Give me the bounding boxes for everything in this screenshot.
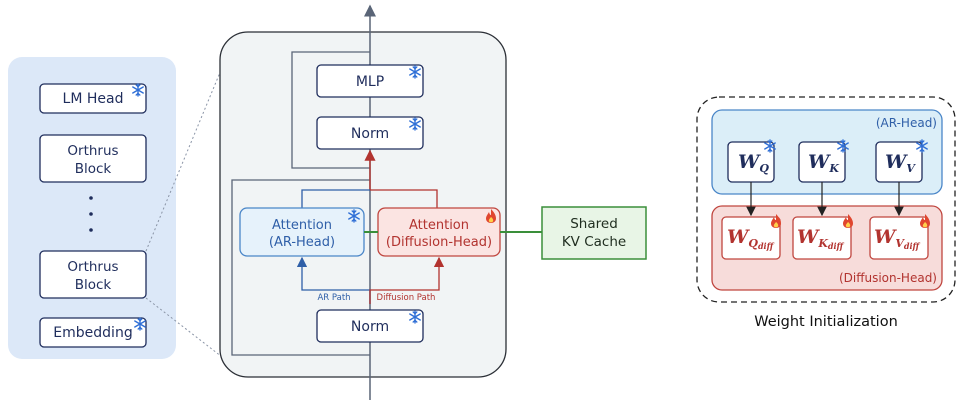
svg-text:Norm: Norm bbox=[351, 319, 389, 335]
ar-output-line bbox=[301, 189, 370, 208]
embedding-box: Embedding bbox=[39, 317, 147, 348]
ar-head-label: (AR-Head) bbox=[876, 116, 937, 130]
svg-text:WVdiff: WVdiff bbox=[874, 226, 921, 251]
w-q-box: WQ bbox=[727, 139, 776, 183]
orthrus-block-bottom: Orthrus Block bbox=[39, 250, 147, 299]
weight-init-panel bbox=[696, 96, 956, 303]
w-k-box: WK bbox=[798, 139, 849, 183]
w-k-diff-box: WKdiff bbox=[792, 214, 853, 260]
svg-text:Orthrus: Orthrus bbox=[67, 143, 118, 159]
svg-text:Block: Block bbox=[75, 277, 112, 293]
diffusion-path-label: Diffusion Path bbox=[377, 293, 436, 303]
shared-kv-cache-box: Shared KV Cache bbox=[541, 206, 647, 260]
svg-text:Embedding: Embedding bbox=[53, 325, 132, 341]
orthrus-block-top: Orthrus Block bbox=[39, 134, 147, 183]
svg-text:(AR-Head): (AR-Head) bbox=[269, 235, 335, 250]
diffusion-head-label: (Diffusion-Head) bbox=[839, 271, 937, 285]
w-q-diff-box: WQdiff bbox=[721, 214, 781, 260]
svg-text:Shared: Shared bbox=[570, 216, 618, 232]
zoom-line-top bbox=[145, 57, 227, 252]
norm-top-box: Norm bbox=[316, 116, 424, 150]
svg-text:KV Cache: KV Cache bbox=[562, 234, 626, 250]
norm-bottom-box: Norm bbox=[316, 309, 424, 343]
ar-path-label: AR Path bbox=[317, 293, 350, 303]
svg-text:Block: Block bbox=[75, 161, 112, 177]
w-v-diff-box: WVdiff bbox=[869, 214, 930, 260]
residual-connection-upper bbox=[291, 51, 370, 169]
weight-init-caption: Weight Initialization bbox=[754, 314, 898, 330]
zoom-line-bottom bbox=[145, 297, 227, 361]
svg-text:WV: WV bbox=[885, 151, 916, 175]
svg-text:MLP: MLP bbox=[356, 74, 384, 90]
mlp-box: MLP bbox=[316, 64, 424, 98]
svg-text:WQ: WQ bbox=[738, 151, 769, 175]
residual-connection-lower bbox=[231, 179, 370, 356]
svg-text:WK: WK bbox=[808, 151, 839, 175]
svg-text:Orthrus: Orthrus bbox=[67, 259, 118, 275]
attention-diffusion-head-box: Attention (Diffusion-Head) bbox=[377, 207, 501, 257]
svg-text:WQdiff: WQdiff bbox=[727, 226, 775, 251]
diffusion-path-arrow bbox=[369, 256, 445, 304]
w-v-box: WV bbox=[875, 139, 928, 183]
svg-text:Attention: Attention bbox=[409, 218, 469, 233]
ellipsis-dots bbox=[89, 196, 93, 232]
lm-head-box: LM Head bbox=[39, 83, 147, 114]
svg-text:(Diffusion-Head): (Diffusion-Head) bbox=[386, 235, 492, 250]
svg-text:WKdiff: WKdiff bbox=[797, 226, 845, 251]
svg-text:LM Head: LM Head bbox=[63, 91, 124, 107]
svg-text:Norm: Norm bbox=[351, 126, 389, 142]
svg-text:Attention: Attention bbox=[272, 218, 332, 233]
diffusion-output-line bbox=[370, 189, 438, 208]
attention-ar-head-box: Attention (AR-Head) bbox=[239, 207, 365, 257]
